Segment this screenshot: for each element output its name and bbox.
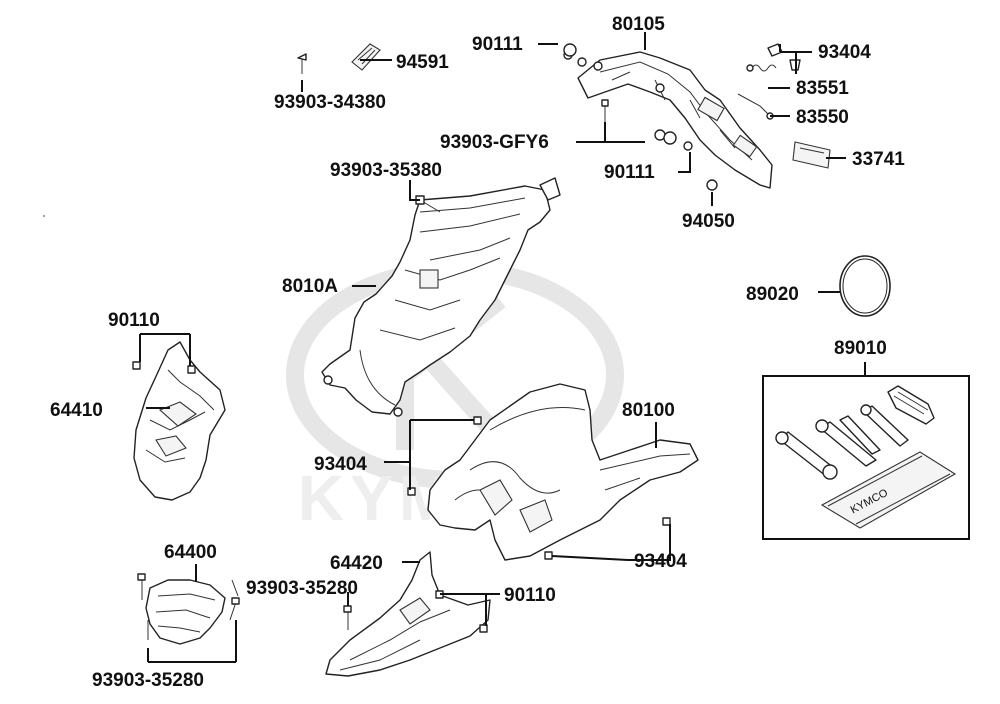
rear-bracket-80105 bbox=[577, 51, 773, 189]
wire-83550 bbox=[737, 93, 774, 120]
callout-93903-gfy6: 93903-GFY6 bbox=[440, 132, 549, 153]
callout-93903-35280-upper: 93903-35280 bbox=[246, 578, 358, 599]
callout-93903-35280-lower: 93903-35280 bbox=[92, 670, 204, 691]
spring-83551 bbox=[746, 64, 777, 72]
callout-83551: 83551 bbox=[796, 78, 849, 99]
callout-64420: 64420 bbox=[330, 553, 383, 574]
callout-93903-35380: 93903-35380 bbox=[330, 160, 442, 181]
bolt-90111-a bbox=[563, 43, 587, 67]
callout-80105: 80105 bbox=[612, 14, 665, 35]
nut-90111-b bbox=[654, 129, 693, 151]
side-cover-64400 bbox=[145, 579, 226, 645]
nut-94050 bbox=[706, 179, 718, 191]
callout-93404-top: 93404 bbox=[818, 42, 871, 63]
screw-93903-gfy6 bbox=[601, 99, 609, 122]
callout-labels: 90111 80105 93404 94591 93903-34380 8355… bbox=[50, 14, 905, 691]
side-cover-64410 bbox=[133, 341, 226, 501]
callout-89020: 89020 bbox=[746, 284, 799, 305]
callout-89010: 89010 bbox=[834, 338, 887, 359]
callout-90110-left: 90110 bbox=[108, 310, 160, 331]
tool-kit-89010: KYMCO bbox=[762, 375, 970, 540]
callout-90111-mid: 90111 bbox=[604, 162, 655, 183]
callout-90111-top: 90111 bbox=[472, 34, 523, 55]
callout-64400: 64400 bbox=[164, 542, 217, 563]
callout-93404-mid: 93404 bbox=[314, 454, 367, 475]
screw-93903-34380 bbox=[297, 53, 307, 74]
screws-93404-c bbox=[544, 517, 671, 560]
screws-90110-a bbox=[132, 361, 196, 374]
callout-93903-34380: 93903-34380 bbox=[274, 92, 386, 113]
o-ring-89020 bbox=[839, 255, 891, 317]
callout-80100: 80100 bbox=[622, 400, 675, 421]
screw-93903-35280-single bbox=[343, 605, 352, 630]
rear-fender-80100 bbox=[427, 383, 699, 561]
callout-94050: 94050 bbox=[682, 211, 735, 232]
speck bbox=[43, 215, 45, 217]
callout-90110-lower: 90110 bbox=[504, 585, 556, 606]
callout-94591: 94591 bbox=[396, 52, 449, 73]
callout-33741: 33741 bbox=[852, 149, 905, 170]
inner-fender-8010a bbox=[321, 177, 561, 417]
callout-8010a: 8010A bbox=[282, 276, 338, 297]
callout-93404-lower: 93404 bbox=[634, 551, 687, 572]
screws-93903-35280 bbox=[137, 573, 240, 640]
reflector-33741 bbox=[792, 141, 831, 169]
callout-83550: 83550 bbox=[796, 107, 849, 128]
clip-94591 bbox=[351, 43, 381, 71]
callout-64410: 64410 bbox=[50, 400, 103, 421]
leader-lines bbox=[139, 32, 866, 663]
